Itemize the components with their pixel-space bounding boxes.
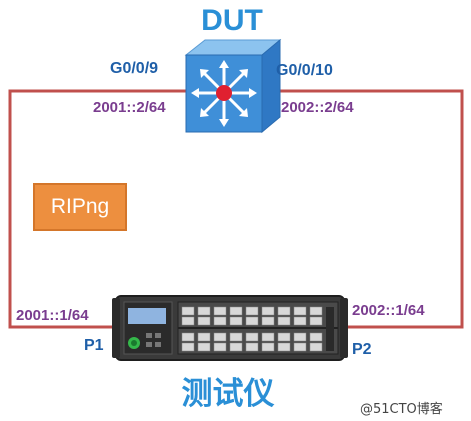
- tester-ip-left: 2001::1/64: [16, 307, 89, 324]
- tester-title: 测试仪: [181, 376, 275, 412]
- tester-port-p2: P2: [352, 341, 372, 358]
- dut-ip-right: 2002::2/64: [281, 99, 354, 116]
- dut-port-right: G0/0/10: [276, 62, 333, 79]
- link-p2-to-dut: [262, 89, 464, 329]
- watermark: @51CTO博客: [360, 402, 443, 417]
- dut-port-left: G0/0/9: [110, 60, 159, 77]
- dut-ip-left: 2001::2/64: [93, 99, 166, 116]
- link-p1-to-dut: [8, 89, 186, 329]
- protocol-badge: RIPng: [33, 183, 127, 231]
- tester-ip-right: 2002::1/64: [352, 302, 425, 319]
- dut-title: DUT: [201, 4, 263, 37]
- tester-port-p1: P1: [84, 337, 104, 354]
